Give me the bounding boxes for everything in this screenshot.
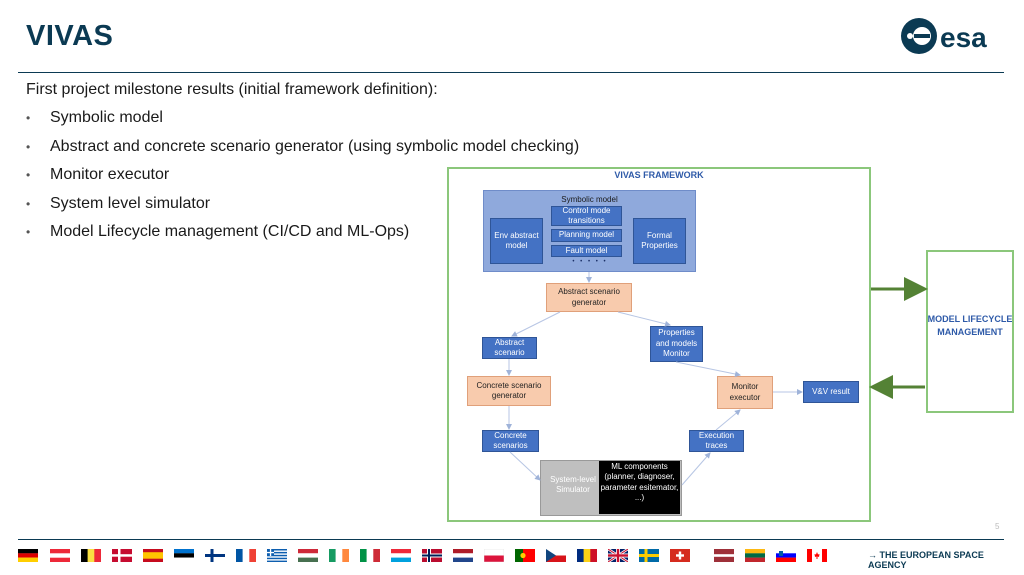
bullet-item: •Symbolic model — [26, 109, 163, 126]
header-divider — [18, 72, 1004, 73]
page-title: VIVAS — [26, 20, 114, 52]
vv-result-box: V&V result — [803, 381, 859, 403]
connector-arrow — [681, 452, 711, 486]
slovenia-flag — [776, 549, 796, 562]
bullet-item: •Monitor executor — [26, 166, 170, 183]
latvia-flag — [714, 549, 734, 562]
bullet-item: •System level simulator — [26, 195, 211, 212]
denmark-flag — [112, 549, 132, 562]
connector-arrow — [511, 311, 561, 337]
lithuania-flag — [745, 549, 765, 562]
bullet-item: •Model Lifecycle management (CI/CD and M… — [26, 223, 410, 240]
connector-arrow — [509, 451, 541, 481]
romania-flag — [577, 549, 597, 562]
bullet-icon: • — [26, 111, 31, 125]
connector-arrow — [675, 361, 741, 377]
agency-footer: → THE EUROPEAN SPACE AGENCY — [868, 550, 984, 570]
ireland-flag — [329, 549, 349, 562]
fault-model-box: Fault model — [551, 245, 622, 257]
control-mode-box: Control mode transitions — [551, 206, 622, 226]
luxembourg-flag — [391, 549, 411, 562]
switzerland-flag — [670, 549, 690, 562]
spain-flag — [143, 549, 163, 562]
ellipsis-dots: • • • • • — [572, 259, 608, 265]
connector-arrow — [617, 311, 671, 327]
sweden-flag — [639, 549, 659, 562]
planning-model-box: Planning model — [551, 229, 622, 242]
abstract-scenario-box: Abstract scenario — [482, 337, 537, 359]
bullet-icon: • — [26, 197, 31, 211]
bullet-icon: • — [26, 140, 31, 154]
estonia-flag — [174, 549, 194, 562]
bullet-icon: • — [26, 168, 31, 182]
greece-flag — [267, 549, 287, 562]
concrete-scenarios-box: Concrete scenarios — [482, 430, 539, 452]
connector-arrow — [715, 409, 741, 431]
framework-title: VIVAS FRAMEWORK — [614, 170, 704, 180]
esa-logo: esa — [900, 16, 1006, 56]
poland-flag — [484, 549, 504, 562]
env-model-box: Env abstract model — [490, 218, 543, 264]
canada-flag — [807, 549, 827, 562]
intro-text: First project milestone results (initial… — [26, 81, 438, 98]
ml-components-label: ML components (planner, diagnoser, param… — [600, 462, 679, 503]
italy-flag — [360, 549, 380, 562]
formal-properties-box: Formal Properties — [633, 218, 686, 264]
ml-components-box — [599, 461, 680, 514]
lifecycle-label: MODEL LIFECYCLE MANAGEMENT — [927, 314, 1013, 338]
symbolic-model-label: Symbolic model — [561, 195, 618, 204]
norway-flag — [422, 549, 442, 562]
czech-flag — [546, 549, 566, 562]
abstract-generator-box: Abstract scenario generator — [546, 283, 632, 312]
belgium-flag — [81, 549, 101, 562]
bullet-icon: • — [26, 225, 31, 239]
concrete-generator-box: Concrete scenario generator — [467, 376, 551, 406]
properties-monitor-box: Properties and models Monitor — [650, 326, 703, 362]
finland-flag — [205, 549, 225, 562]
uk-flag — [608, 549, 628, 562]
footer-divider — [18, 539, 1004, 540]
monitor-executor-box: Monitor executor — [717, 376, 773, 409]
framework-frame — [447, 167, 871, 522]
netherlands-flag — [453, 549, 473, 562]
bullet-item: •Abstract and concrete scenario generato… — [26, 138, 580, 155]
hungary-flag — [298, 549, 318, 562]
germany-flag — [18, 549, 38, 562]
simulator-label: System-level Simulator — [550, 475, 596, 495]
execution-traces-box: Execution traces — [689, 430, 744, 452]
portugal-flag — [515, 549, 535, 562]
france-flag — [236, 549, 256, 562]
austria-flag — [50, 549, 70, 562]
page-number: 5 — [995, 522, 1000, 531]
esa-logo-text: esa — [940, 22, 987, 53]
lifecycle-frame — [926, 250, 1014, 413]
